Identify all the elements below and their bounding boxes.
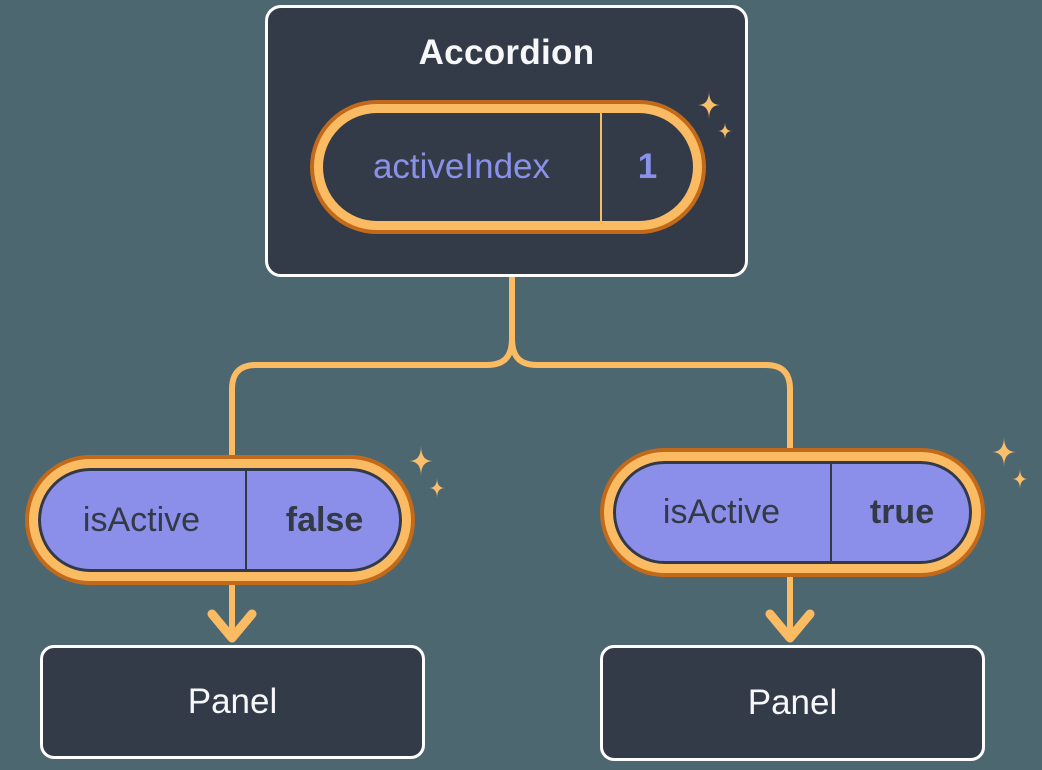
- prop-pill-ring-left: isActive false: [25, 455, 415, 585]
- state-name-label: activeIndex: [372, 147, 551, 186]
- state-pill-ring: activeIndex 1: [310, 100, 706, 234]
- prop-pill-ring-right: isActive true: [600, 448, 985, 577]
- accordion-title: Accordion: [418, 33, 595, 72]
- sparkle-icon: [429, 478, 445, 498]
- state-value: 1: [637, 147, 658, 186]
- prop-value: true: [869, 493, 935, 531]
- panel-component-card-right: Panel: [600, 645, 985, 761]
- pill-divider: [600, 113, 602, 221]
- branch-connector-line: [229, 275, 793, 463]
- prop-value: false: [285, 500, 364, 539]
- prop-name-label: isActive: [662, 493, 781, 531]
- prop-pill-isactive-false: isActive false: [29, 459, 411, 581]
- sparkle-icon: [409, 446, 433, 476]
- accordion-component-card: Accordion activeIndex 1: [265, 5, 748, 277]
- arrowhead-down-right-icon: [765, 609, 815, 643]
- sparkle-icon: [1012, 469, 1028, 489]
- prop-name-label: isActive: [82, 500, 201, 539]
- pill-divider: [245, 468, 247, 572]
- pill-divider: [830, 461, 832, 564]
- prop-pill-isactive-true: isActive true: [604, 452, 981, 573]
- panel-component-card-left: Panel: [40, 645, 425, 759]
- state-pill-activeindex: activeIndex 1: [314, 104, 702, 230]
- arrowhead-down-left-icon: [207, 609, 257, 643]
- sparkle-icon: [992, 437, 1016, 467]
